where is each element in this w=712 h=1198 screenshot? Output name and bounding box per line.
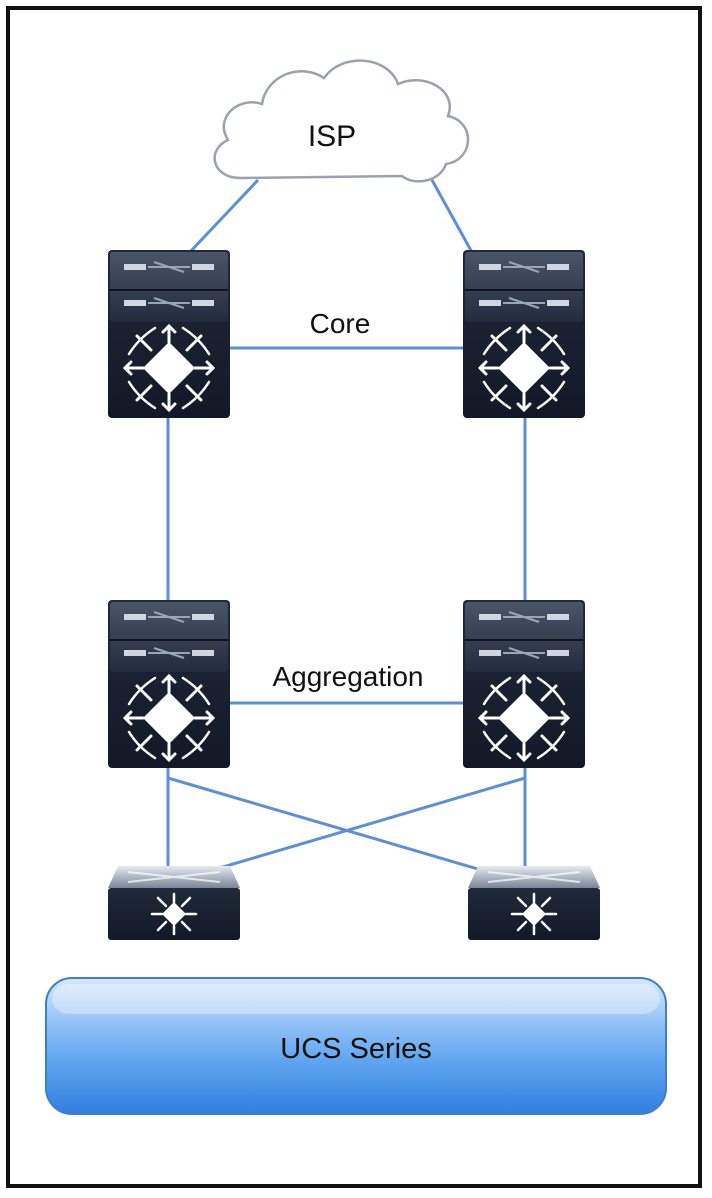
aggregation-switch-right-icon (463, 600, 585, 768)
aggregation-switch-left-icon (108, 600, 230, 768)
access-switch-right-icon (468, 866, 600, 940)
aggregation-label: Aggregation (272, 661, 423, 692)
ucs-series-bar (45, 977, 667, 1115)
link-agg-right-access-left (171, 776, 526, 884)
core-switch-left-icon (108, 250, 230, 418)
isp-label: ISP (308, 120, 356, 153)
links (166, 178, 527, 884)
link-isp-core-left (188, 178, 260, 254)
ucs-series-label: UCS Series (280, 1033, 432, 1065)
core-switch-right-icon (463, 250, 585, 418)
core-label: Core (310, 308, 371, 339)
cloud-icon (213, 59, 470, 183)
access-switch-left-icon (108, 866, 240, 940)
